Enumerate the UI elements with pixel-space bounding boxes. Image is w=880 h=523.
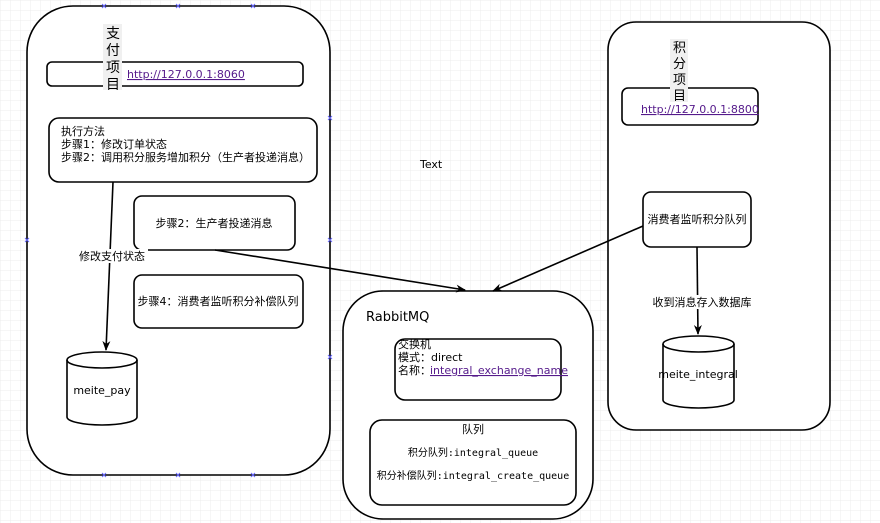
- meite-pay-label: meite_pay: [73, 384, 131, 397]
- edge-consumer-to-db[interactable]: [693, 246, 702, 335]
- edge-pay-to-db[interactable]: [102, 181, 114, 351]
- edge-consumer-to-mq[interactable]: [492, 225, 644, 292]
- queue-title: 队列: [462, 422, 484, 436]
- queue-item: 积分补偿队列:integral_create_queue: [377, 469, 569, 482]
- consumer-label: 消费者监听积分队列: [648, 212, 747, 226]
- selection-handles[interactable]: [24, 3, 333, 478]
- step4-label: 步骤4：消费者监听积分补偿队列: [138, 294, 299, 308]
- edge-label-bg: [650, 295, 760, 309]
- edge-label-save-db: 收到消息存入数据库: [653, 295, 752, 309]
- step2-box[interactable]: [133, 195, 296, 251]
- queue-box[interactable]: [369, 419, 577, 506]
- meite-pay-db-icon[interactable]: [66, 351, 138, 426]
- resize-handle[interactable]: [24, 237, 30, 243]
- floating-text: Text: [419, 158, 443, 171]
- rabbitmq-container[interactable]: RabbitMQ 交换机 模式：direct 名称： integral_exch…: [342, 290, 594, 520]
- pay-project-title: 支付项目: [106, 26, 120, 93]
- exec-method-box[interactable]: [48, 117, 318, 183]
- meite-integral-db-icon[interactable]: [662, 335, 735, 409]
- resize-handle[interactable]: [327, 354, 333, 360]
- resize-handle[interactable]: [175, 3, 181, 9]
- resize-handle[interactable]: [327, 115, 333, 121]
- resize-handle[interactable]: [175, 472, 181, 478]
- integral-url-link[interactable]: http://127.0.0.1:8800: [641, 103, 759, 116]
- exchange-title: 交换机: [398, 337, 431, 351]
- resize-handle[interactable]: [101, 3, 107, 9]
- exchange-mode: 模式：direct: [398, 351, 463, 364]
- exec-line: 步骤2：调用积分服务增加积分（生产者投递消息）: [61, 150, 310, 164]
- queue-item: 积分队列:integral_queue: [408, 446, 538, 459]
- exchange-name-label: 名称：: [398, 363, 431, 377]
- step2-label: 步骤2：生产者投递消息: [156, 216, 273, 230]
- exchange-name-link[interactable]: integral_exchange_name: [430, 364, 568, 377]
- resize-handle[interactable]: [250, 3, 256, 9]
- edge-label-modify-pay: 修改支付状态: [79, 249, 145, 263]
- resize-handle[interactable]: [250, 472, 256, 478]
- edge-label-bg: [78, 249, 148, 263]
- pay-url-link[interactable]: http://127.0.0.1:8060: [127, 68, 245, 81]
- exec-line: 执行方法: [61, 124, 105, 138]
- exchange-box[interactable]: [394, 338, 562, 401]
- integral-url-box[interactable]: [621, 87, 759, 126]
- edge-producer-to-mq[interactable]: [214, 249, 466, 293]
- integral-title-bg: [670, 39, 688, 102]
- integral-project-container[interactable]: http://127.0.0.1:8800 消费者监听积分队列 meite_in…: [607, 21, 831, 431]
- resize-handle[interactable]: [327, 237, 333, 243]
- exec-line: 步骤1：修改订单状态: [61, 137, 167, 151]
- resize-handle[interactable]: [101, 472, 107, 478]
- pay-title-bg: [103, 24, 122, 90]
- step4-box[interactable]: [133, 274, 304, 329]
- integral-project-title: 积分项目: [673, 41, 686, 104]
- rabbitmq-title: RabbitMQ: [366, 310, 429, 325]
- meite-integral-label: meite_integral: [658, 368, 738, 381]
- pay-project-container[interactable]: http://127.0.0.1:8060 执行方法 步骤1：修改订单状态 步骤…: [26, 5, 331, 476]
